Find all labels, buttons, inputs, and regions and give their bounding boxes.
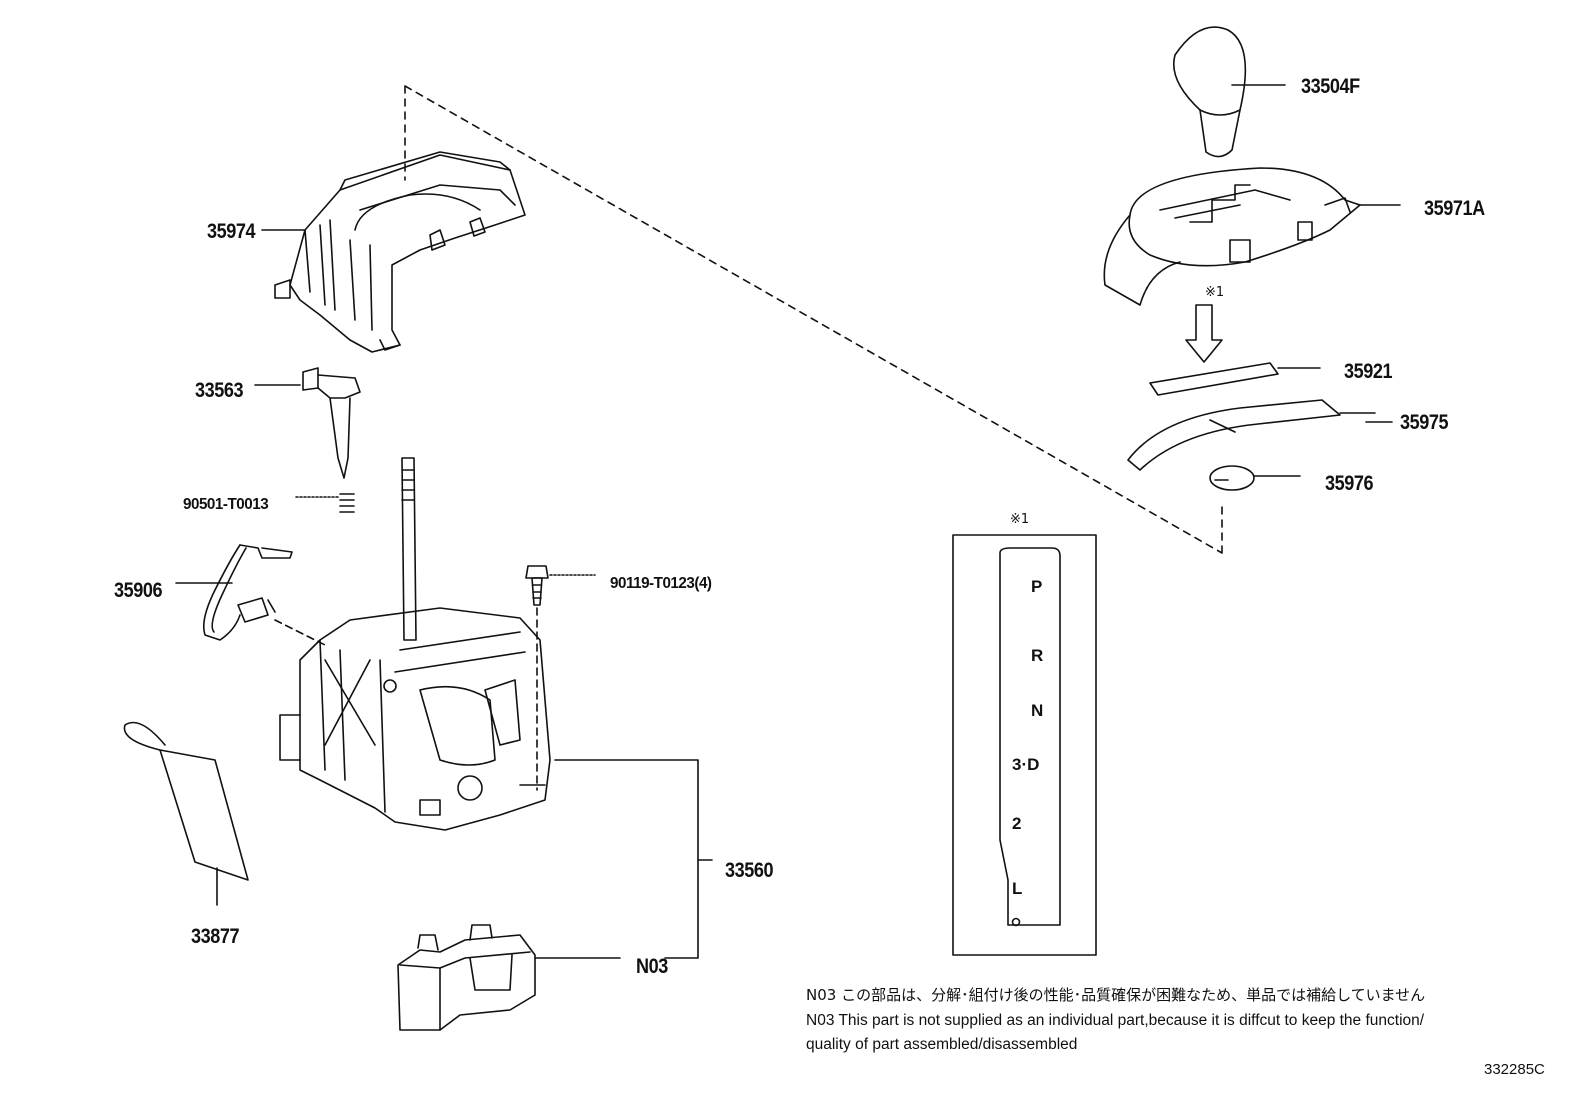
label-33877: 33877: [191, 925, 240, 948]
note-english-line2: quality of part assembled/disassembled: [806, 1036, 1078, 1053]
indicator-plate-35975: [1127, 399, 1376, 471]
ref-mark-panel: ※1: [1010, 512, 1030, 527]
shift-position-2: 2: [1012, 814, 1022, 833]
diagram-id: 332285C: [1484, 1061, 1545, 1078]
spring-90501: [295, 493, 355, 513]
label-35971A: 35971A: [1424, 197, 1485, 220]
shift-position-R: R: [1031, 646, 1044, 665]
label-33563: 33563: [195, 379, 244, 402]
label-35906: 35906: [114, 579, 163, 602]
label-35975: 35975: [1400, 411, 1449, 434]
disc-35976: [1209, 465, 1301, 491]
bracket-35974: [261, 151, 526, 353]
shift-knob-33504F: [1173, 26, 1286, 158]
solenoid-pin-33563: [254, 367, 361, 479]
detent-block-N03: [397, 924, 621, 1031]
tag-33877: [123, 721, 249, 906]
shift-position-L: L: [1012, 879, 1023, 898]
down-arrow: [1185, 304, 1223, 363]
label-90119: 90119-T0123(4): [610, 575, 712, 592]
bolt-90119: [525, 565, 596, 791]
label-35974: 35974: [207, 220, 256, 243]
shift-position-3D: 3·D: [1012, 755, 1040, 774]
label-35921: 35921: [1344, 360, 1393, 383]
label-N03: N03: [636, 955, 668, 978]
shift-panel-frame: [952, 534, 1097, 956]
label-33504F: 33504F: [1301, 75, 1360, 98]
ref-mark-arrow: ※1: [1205, 285, 1225, 300]
note-japanese: N03 この部品は、分解･組付け後の性能･品質確保が困難なため、単品では補給して…: [806, 986, 1426, 1004]
note-english-line1: N03 This part is not supplied as an indi…: [806, 1012, 1425, 1029]
label-33560: 33560: [725, 859, 774, 882]
shift-position-P: P: [1031, 577, 1043, 596]
shift-lever-rod: [401, 457, 417, 641]
plate-35921: [1149, 362, 1321, 396]
dashed-guide-line: [404, 85, 1223, 554]
label-90501: 90501-T0013: [183, 496, 269, 513]
wire-harness-35906: [175, 544, 326, 646]
label-35976: 35976: [1325, 472, 1374, 495]
shift-lever-housing-33560: [279, 607, 713, 959]
indicator-housing-35971A: [1103, 167, 1401, 306]
shift-position-N: N: [1031, 701, 1044, 720]
